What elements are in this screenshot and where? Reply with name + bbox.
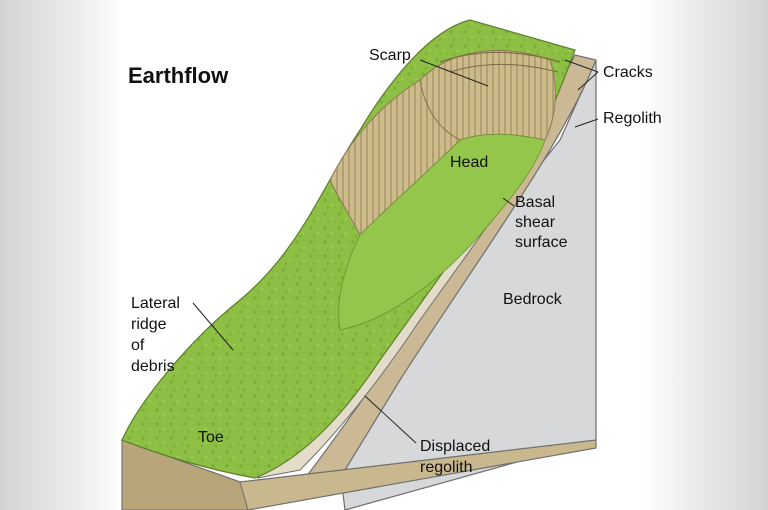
- label-lateral-line-4: debris: [131, 358, 175, 375]
- diagram-title: Earthflow: [128, 63, 229, 88]
- crack-2: [449, 63, 559, 73]
- label-head: Head: [450, 154, 489, 171]
- label-lateral-line-1: Lateral: [131, 295, 180, 312]
- crack-1: [439, 51, 561, 63]
- leader-cracks-2: [577, 71, 599, 91]
- label-basal-line-2: shear: [515, 214, 556, 231]
- label-lateral-line-2: ridge: [131, 316, 167, 333]
- label-lateral-line-3: of: [131, 337, 145, 354]
- label-cracks: Cracks: [603, 64, 653, 81]
- leader-cracks-1: [564, 59, 599, 73]
- label-toe: Toe: [198, 429, 224, 446]
- label-basal-line-1: Basal: [515, 194, 556, 211]
- label-bedrock: Bedrock: [503, 291, 562, 308]
- leader-scarp: [419, 59, 489, 87]
- leader-regolith: [574, 118, 599, 128]
- leader-basal: [502, 197, 515, 207]
- label-displaced-line-1: Displaced: [420, 438, 491, 455]
- label-basal-line-3: surface: [515, 234, 568, 251]
- head-lobe: [338, 133, 546, 331]
- label-regolith: Regolith: [603, 110, 662, 127]
- leader-lateral: [192, 302, 234, 351]
- leader-displaced: [364, 395, 417, 444]
- label-displaced-line-2: regolith: [420, 459, 473, 476]
- label-scarp: Scarp: [369, 47, 411, 64]
- front-slab-top: [121, 439, 249, 510]
